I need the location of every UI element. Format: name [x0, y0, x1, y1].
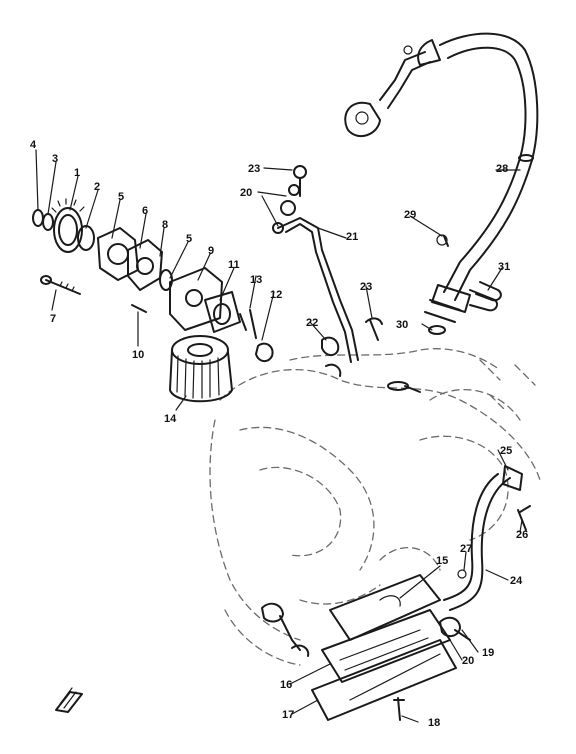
callout-5-lower: 5	[186, 233, 192, 245]
callout-11: 11	[228, 259, 240, 271]
callout-20-lower: 20	[462, 655, 474, 667]
callout-29: 29	[404, 209, 416, 221]
callout-9: 9	[208, 245, 214, 257]
callout-24: 24	[510, 575, 523, 587]
callout-14: 14	[164, 413, 177, 425]
callout-30: 30	[396, 319, 408, 331]
callout-22: 22	[306, 317, 318, 329]
callout-27: 27	[460, 543, 472, 555]
callout-28: 28	[496, 163, 508, 175]
callout-8: 8	[162, 219, 168, 231]
front-arrow-icon	[55, 687, 83, 713]
callout-7: 7	[50, 313, 56, 325]
leader-lines	[35, 149, 523, 723]
callout-31: 31	[498, 261, 510, 273]
callout-20: 20	[240, 187, 252, 199]
callout-21: 21	[346, 231, 358, 243]
oil-pump-assembly	[32, 198, 274, 362]
hose-fittings	[387, 235, 502, 393]
callout-4: 4	[30, 139, 37, 151]
oil-hose-lower	[424, 157, 533, 335]
callout-18: 18	[428, 717, 440, 729]
callout-12: 12	[270, 289, 282, 301]
callout-19: 19	[482, 647, 494, 659]
callout-10: 10	[132, 349, 144, 361]
callout-13: 13	[250, 274, 262, 286]
callout-5-upper: 5	[118, 191, 124, 203]
callout-26: 26	[516, 529, 528, 541]
callout-25: 25	[500, 445, 512, 457]
oil-hose	[344, 32, 539, 162]
oil-filter	[169, 335, 233, 403]
callout-2: 2	[94, 181, 100, 193]
oil-cooler	[261, 574, 471, 721]
callout-3: 3	[52, 153, 58, 165]
callout-23-mid: 23	[360, 281, 372, 293]
callout-6: 6	[142, 205, 148, 217]
callout-17: 17	[282, 709, 294, 721]
oil-pipe	[272, 165, 383, 377]
engine-case-outline	[209, 348, 541, 666]
callout-23-top: 23	[248, 163, 260, 175]
callout-1: 1	[74, 167, 80, 179]
callout-16: 16	[280, 679, 292, 691]
callout-labels: 4 3 1 2 5 6 8 5 9 11 13 12 7 10 14 23 20…	[30, 139, 528, 729]
callout-15: 15	[436, 555, 448, 567]
